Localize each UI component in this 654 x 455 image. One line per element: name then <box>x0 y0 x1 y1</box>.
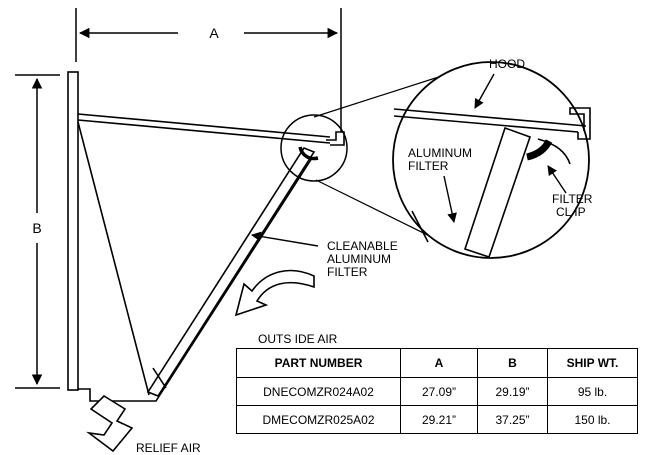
outside-air-label: OUTS IDE AIR <box>258 332 338 346</box>
hood-body <box>67 71 345 402</box>
dimension-a-label: A <box>209 25 219 41</box>
relief-air-arrow <box>86 394 134 453</box>
aluminum-filter-label-line1: ALUMINUM <box>408 146 472 160</box>
header-a: A <box>400 348 478 378</box>
dimension-a: A <box>75 8 342 132</box>
detail-view: HOOD ALUMINUM FILTER FILTER CL IP <box>392 57 593 259</box>
table-header-row: PART NUMBER A B SHIP WT. <box>236 348 638 378</box>
outside-air-arrow <box>234 269 315 317</box>
cleanable-label-line3: FILTER <box>327 265 368 279</box>
table-row: DNECOMZR024A02 27.09” 29.19” 95 lb. <box>236 377 638 406</box>
dimension-b: B <box>15 74 60 389</box>
cleanable-label-line2: ALUMINUM <box>327 252 391 266</box>
filter-clip-label-line1: FILTER <box>552 192 593 206</box>
detail-callout-circle <box>280 114 348 182</box>
cell-part-number: DNECOMZR024A02 <box>236 377 401 406</box>
header-b: B <box>477 348 548 378</box>
cleanable-label-line1: CLEANABLE <box>327 239 398 253</box>
cell-b: 37.25” <box>477 405 548 434</box>
cell-a: 29.21” <box>400 405 478 434</box>
cell-a: 27.09” <box>400 377 478 406</box>
hood-label: HOOD <box>489 57 525 71</box>
header-ship-weight: SHIP WT. <box>547 348 638 378</box>
header-part-number: PART NUMBER <box>236 348 401 378</box>
cleanable-filter-callout: CLEANABLE ALUMINUM FILTER <box>251 231 398 279</box>
cell-b: 29.19” <box>477 377 548 406</box>
cell-ship-weight: 150 lb. <box>547 405 638 434</box>
cell-part-number: DMECOMZR025A02 <box>236 405 401 434</box>
relief-air-label: RELIEF AIR <box>136 441 201 455</box>
filter-clip-label-line2: CL IP <box>556 205 586 219</box>
part-spec-table: PART NUMBER A B SHIP WT. DNECOMZR024A02 … <box>236 348 638 434</box>
dimension-b-label: B <box>32 220 41 236</box>
aluminum-filter-label-line2: FILTER <box>408 159 449 173</box>
table-row: DMECOMZR025A02 29.21” 37.25” 150 lb. <box>236 405 638 434</box>
cell-ship-weight: 95 lb. <box>547 377 638 406</box>
